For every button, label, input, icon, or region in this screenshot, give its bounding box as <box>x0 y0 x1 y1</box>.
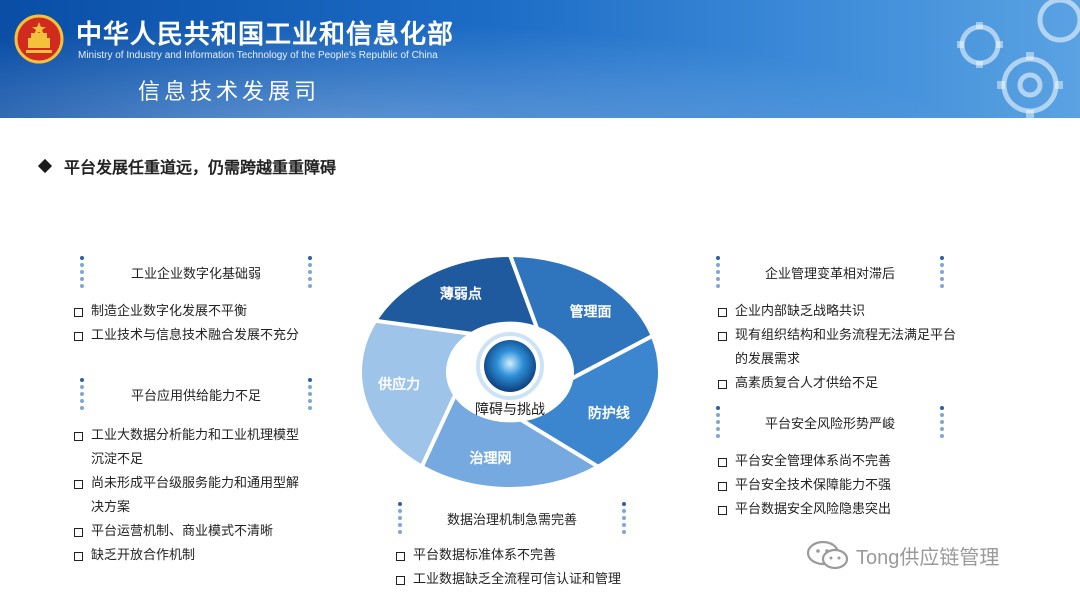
section-heading-text: 平台发展任重道远，仍需跨越重重障碍 <box>64 158 337 177</box>
square-bullet-icon <box>718 380 727 389</box>
challenge-diagram: 薄弱点管理面防护线治理网 供应力 障碍与挑战 <box>350 244 670 504</box>
watermark-text: Tong供应链管理 <box>856 546 1000 569</box>
group-title: 数据治理机制急需完善 <box>398 502 626 534</box>
group-title: 平台应用供给能力不足 <box>80 378 312 410</box>
square-bullet-icon <box>718 308 727 317</box>
ring-segment-label: 治理网 <box>470 450 512 467</box>
banner-glow <box>0 0 1080 118</box>
group-title-text: 平台安全风险形势严峻 <box>764 416 895 432</box>
ring-segment-label: 防护线 <box>588 405 630 422</box>
ministry-english-title: Ministry of Industry and Information Tec… <box>78 50 438 61</box>
dots-decoration-icon <box>621 502 626 534</box>
watermark: Tong供应链管理 <box>806 540 999 570</box>
square-bullet-icon <box>396 576 405 585</box>
group-title-text: 平台应用供给能力不足 <box>130 388 261 404</box>
list-item: 工业技术与信息技术融合发展不充分 <box>74 324 299 348</box>
dots-decoration-icon <box>398 502 402 534</box>
header-banner: 中华人民共和国工业和信息化部 Ministry of Industry and … <box>0 0 1080 118</box>
ring-segment <box>358 318 478 470</box>
square-bullet-icon <box>718 332 727 341</box>
square-bullet-icon <box>718 506 727 515</box>
list-item: 工业大数据分析能力和工业机理模型 沉淀不足 <box>74 424 299 472</box>
dots-decoration-icon <box>307 378 312 410</box>
square-bullet-icon <box>74 432 83 441</box>
square-bullet-icon <box>74 308 83 317</box>
ring-segment-label: 薄弱点 <box>440 285 482 302</box>
group-title-text: 数据治理机制急需完善 <box>446 512 577 528</box>
list-item: 尚未形成平台级服务能力和通用型解 决方案 <box>74 472 299 520</box>
group-title: 平台安全风险形势严峻 <box>716 406 944 438</box>
list-item: 企业内部缺乏战略共识 <box>718 300 956 324</box>
list-item: 平台运营机制、商业模式不清晰 <box>74 520 299 544</box>
square-bullet-icon <box>74 480 83 489</box>
ministry-title: 中华人民共和国工业和信息化部 <box>76 20 455 50</box>
globe-halo <box>476 332 544 400</box>
national-emblem-icon <box>14 14 64 64</box>
group-title-text: 企业管理变革相对滞后 <box>764 266 895 282</box>
dots-decoration-icon <box>80 256 84 288</box>
square-bullet-icon <box>74 528 83 537</box>
diagram-center-label: 障碍与挑战 <box>475 402 545 418</box>
section-heading: 平台发展任重道远，仍需跨越重重障碍 <box>37 154 337 178</box>
list-item: 工业数据缺乏全流程可信认证和管理 <box>396 568 621 592</box>
wechat-icon <box>806 540 849 570</box>
bullet-list: 工业大数据分析能力和工业机理模型 沉淀不足 尚未形成平台级服务能力和通用型解 决… <box>74 424 299 568</box>
group-title: 企业管理变革相对滞后 <box>716 256 944 288</box>
dots-decoration-icon <box>716 256 720 288</box>
list-item: 现有组织结构和业务流程无法满足平台 的发展需求 <box>718 324 956 372</box>
bullet-list: 企业内部缺乏战略共识 现有组织结构和业务流程无法满足平台 的发展需求 高素质复合… <box>718 300 956 396</box>
group-title-text: 工业企业数字化基础弱 <box>130 266 261 282</box>
dots-decoration-icon <box>939 406 944 438</box>
list-item: 平台数据安全风险隐患突出 <box>718 498 891 522</box>
group-title: 工业企业数字化基础弱 <box>80 256 312 288</box>
ring-segment-label: 管理面 <box>570 303 612 320</box>
dots-decoration-icon <box>716 406 720 438</box>
bullet-list: 平台数据标准体系不完善 工业数据缺乏全流程可信认证和管理 <box>396 544 621 592</box>
square-bullet-icon <box>74 332 83 341</box>
list-item: 平台数据标准体系不完善 <box>396 544 621 568</box>
ring-segments <box>358 252 662 491</box>
list-item: 平台安全技术保障能力不强 <box>718 474 891 498</box>
dots-decoration-icon <box>80 378 84 410</box>
square-bullet-icon <box>74 552 83 561</box>
list-item: 缺乏开放合作机制 <box>74 544 299 568</box>
square-bullet-icon <box>718 482 727 491</box>
list-item: 高素质复合人才供给不足 <box>718 372 956 396</box>
bullet-list: 平台安全管理体系尚不完善 平台安全技术保障能力不强 平台数据安全风险隐患突出 <box>718 450 891 522</box>
bullet-list: 制造企业数字化发展不平衡 工业技术与信息技术融合发展不充分 <box>74 300 299 348</box>
gears-decoration-icon <box>957 0 1080 118</box>
department-name: 信息技术发展司 <box>138 80 321 105</box>
dots-decoration-icon <box>307 256 312 288</box>
dots-decoration-icon <box>939 256 944 288</box>
square-bullet-icon <box>718 458 727 467</box>
square-bullet-icon <box>396 552 405 561</box>
list-item: 平台安全管理体系尚不完善 <box>718 450 891 474</box>
diamond-bullet-icon <box>37 158 53 174</box>
globe-icon <box>484 340 536 392</box>
ring-segment-label: 供应力 <box>377 376 420 393</box>
list-item: 制造企业数字化发展不平衡 <box>74 300 299 324</box>
